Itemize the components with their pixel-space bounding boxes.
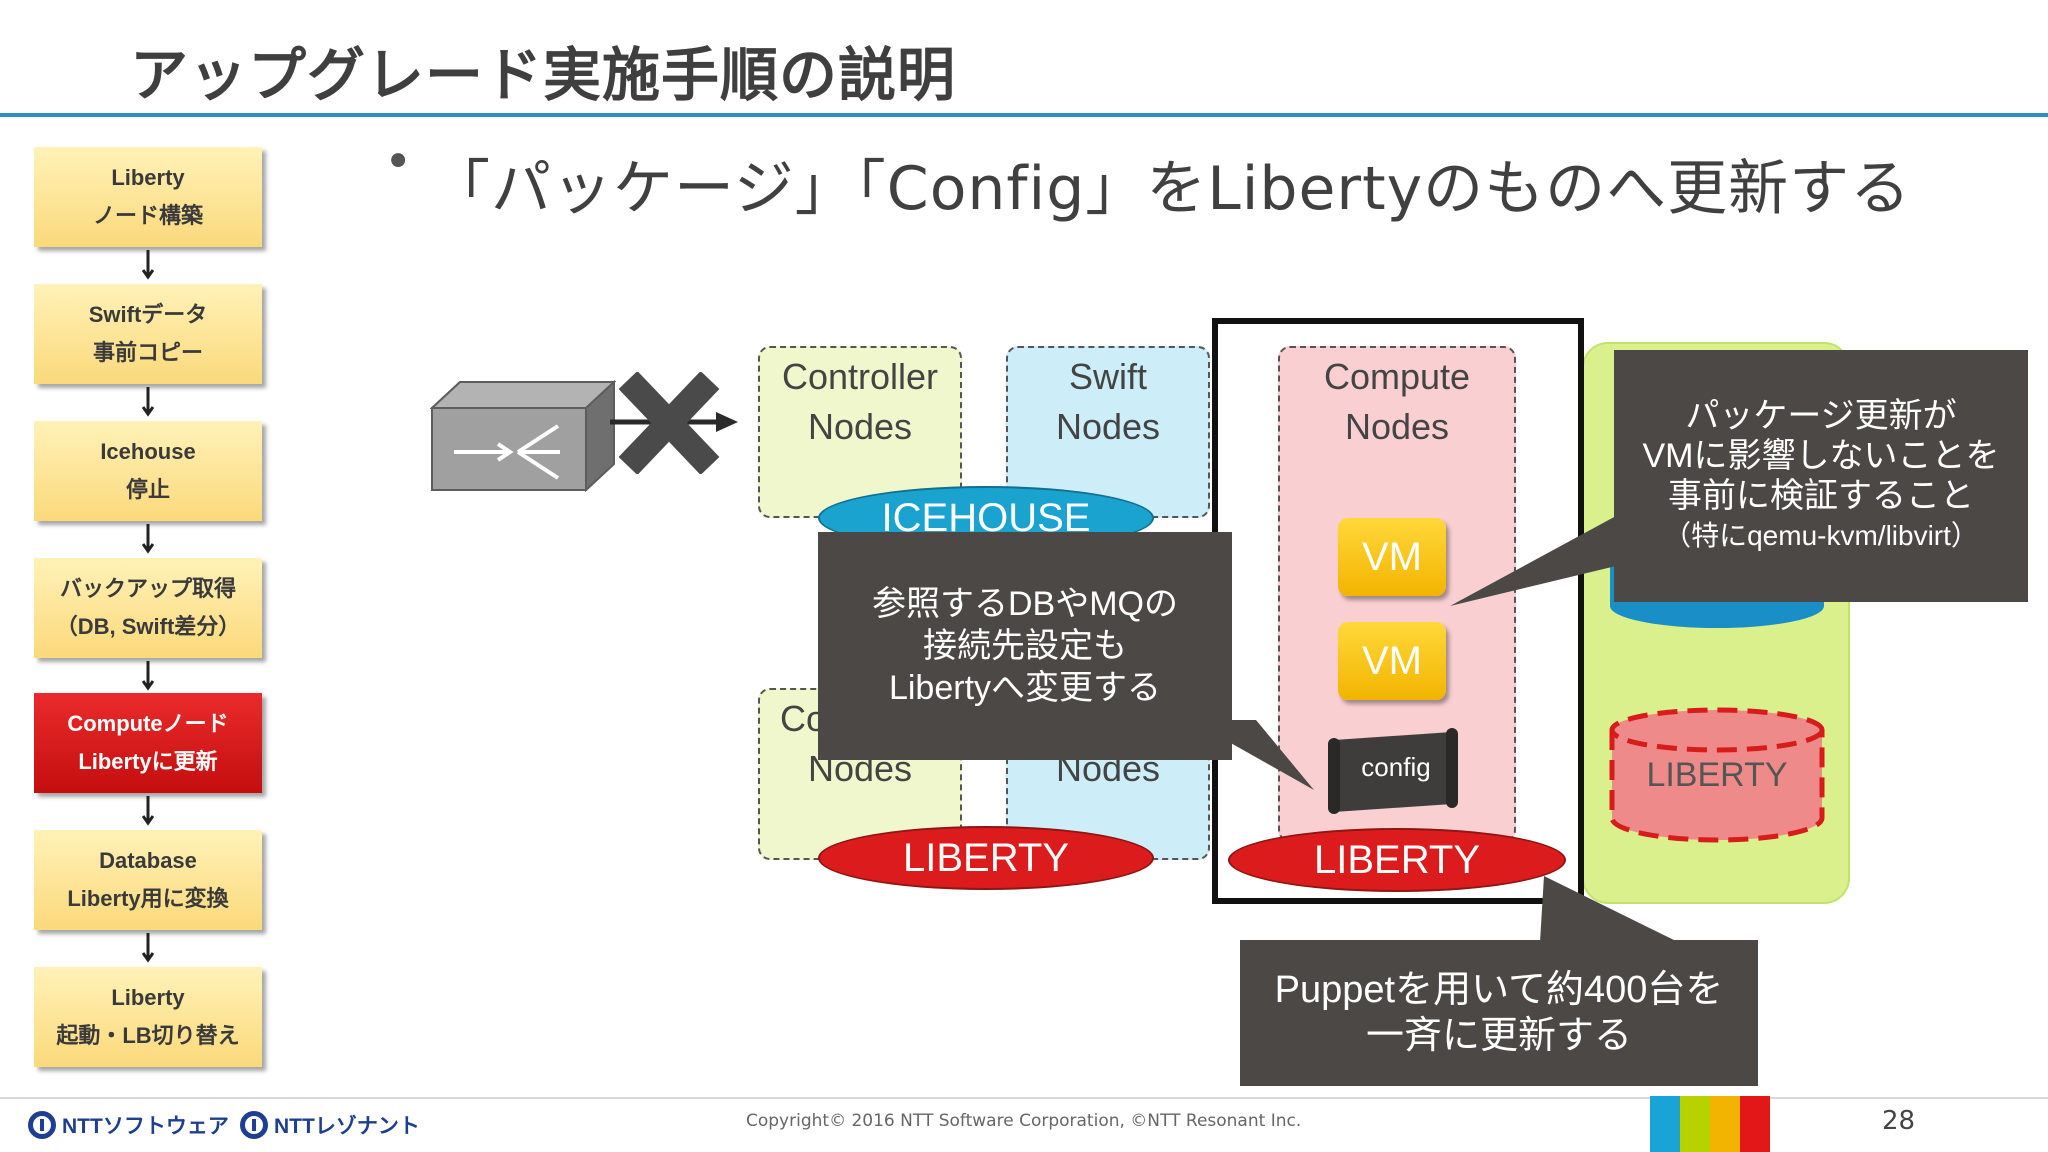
flow-step-line1: Computeノード: [67, 711, 229, 736]
callout-line: Libertyへ変更する: [888, 669, 1162, 707]
callout-line: 参照するDBやMQの: [872, 585, 1178, 623]
callout-line: パッケージ更新が: [1685, 397, 1957, 435]
flow-step-line2: （DB, Swift差分）: [55, 614, 241, 639]
node-name: Nodes: [807, 406, 913, 447]
liberty-pill-left: LIBERTY: [818, 826, 1154, 890]
down-arrow-icon: [142, 661, 154, 691]
title-divider: [0, 113, 2048, 117]
flow-step-line2: ノード構築: [92, 203, 203, 228]
footer-divider: [0, 1097, 2048, 1099]
node-name: Co: [780, 698, 827, 739]
flow-step-line1: Icehouse: [100, 439, 196, 464]
liberty-database-label: LIBERTY: [1646, 756, 1788, 794]
page-title: アップグレード実施手順の説明: [130, 41, 957, 109]
flow-step-1: Liberty ノード構築: [34, 147, 262, 247]
ntt-logo-icon: [28, 1111, 56, 1139]
callout-line: Puppetを用いて約400台を: [1274, 969, 1724, 1011]
flow-step-5-current: Computeノード Libertyに更新: [34, 693, 262, 793]
flow-step-7: Liberty 起動・LB切り替え: [34, 967, 262, 1067]
down-arrow-icon: [142, 796, 154, 826]
vm-box: VM: [1338, 622, 1446, 700]
down-arrow-icon: [142, 933, 154, 963]
bullet-marker: •: [384, 134, 413, 190]
node-name: Swift: [1068, 356, 1147, 397]
bullet-text: 「パッケージ」「Config」をLibertyのものへ更新する: [430, 154, 1912, 224]
node-name: Nodes: [1055, 406, 1161, 447]
callout-puppet: Puppetを用いて約400台を 一斉に更新する: [1240, 940, 1758, 1086]
flow-step-line1: バックアップ取得: [59, 576, 236, 601]
flow-step-line1: Liberty: [111, 985, 185, 1010]
color-bars-decoration: [1650, 1096, 1770, 1152]
callout-line: 接続先設定も: [923, 627, 1127, 665]
node-name: Controller: [781, 356, 939, 397]
flow-step-4: バックアップ取得 （DB, Swift差分）: [34, 558, 262, 658]
ntt-resonant-logo: NTTレゾナント: [240, 1108, 420, 1142]
flow-step-line1: Swiftデータ: [88, 302, 208, 327]
ntt-software-logo: NTTソフトウェア: [28, 1108, 229, 1142]
flow-step-line2: 起動・LB切り替え: [56, 1023, 240, 1048]
callout-line: 一斉に更新する: [1365, 1015, 1632, 1057]
load-balancer-icon: [430, 379, 616, 493]
flow-step-line2: Libertyに更新: [78, 749, 218, 774]
node-name: Compute: [1323, 356, 1471, 397]
disconnected-x-icon: [610, 372, 738, 474]
callout-package-update: パッケージ更新が VMに影響しないことを 事前に検証すること （特にqemu-k…: [1614, 350, 2028, 602]
callout-pointer: [1450, 516, 1616, 606]
callout-line: 事前に検証すること: [1668, 477, 1974, 515]
flow-step-2: Swiftデータ 事前コピー: [34, 284, 262, 384]
flow-step-line2: 事前コピー: [92, 340, 203, 365]
config-scroll-icon: [1328, 728, 1458, 814]
flow-step-6: Database Liberty用に変換: [34, 830, 262, 930]
liberty-database-icon: [1609, 707, 1825, 843]
flow-step-line1: Database: [99, 848, 197, 873]
flow-step-line1: Liberty: [111, 165, 185, 190]
liberty-pill-compute: LIBERTY: [1228, 828, 1566, 892]
down-arrow-icon: [142, 250, 154, 280]
callout-note: （特にqemu-kvm/libvirt）: [1663, 520, 1979, 551]
vm-box: VM: [1338, 518, 1446, 596]
page-number: 28: [1882, 1106, 1916, 1136]
flow-step-3: Icehouse 停止: [34, 421, 262, 521]
down-arrow-icon: [142, 524, 154, 554]
down-arrow-icon: [142, 387, 154, 417]
callout-db-mq: 参照するDBやMQの 接続先設定も Libertyへ変更する: [818, 532, 1232, 760]
ntt-logo-icon: [240, 1111, 268, 1139]
copyright-text: Copyright© 2016 NTT Software Corporation…: [746, 1111, 1302, 1131]
node-name: Nodes: [1344, 406, 1450, 447]
flow-step-line2: Liberty用に変換: [67, 886, 229, 911]
flow-step-line2: 停止: [125, 477, 170, 502]
config-label: config: [1361, 752, 1431, 782]
callout-pointer: [1540, 876, 1678, 942]
callout-line: VMに影響しないことを: [1642, 437, 2000, 475]
